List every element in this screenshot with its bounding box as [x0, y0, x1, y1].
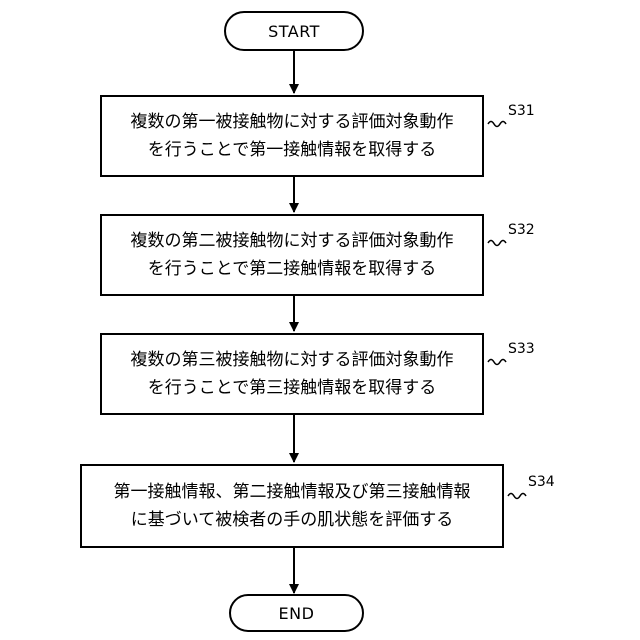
step-id-s33: S33 [508, 341, 535, 357]
leader-s34 [508, 494, 526, 499]
end-terminal: END [229, 594, 364, 632]
step-box-s31: 複数の第一被接触物に対する評価対象動作 を行うことで第一接触情報を取得する [100, 95, 484, 177]
step-text-line: を行うことで第二接触情報を取得する [148, 255, 437, 283]
leader-s31 [488, 122, 506, 127]
step-box-s32: 複数の第二被接触物に対する評価対象動作 を行うことで第二接触情報を取得する [100, 214, 484, 296]
step-text-line: 複数の第三被接触物に対する評価対象動作 [131, 346, 454, 374]
step-text-line: 第一接触情報、第二接触情報及び第三接触情報 [114, 478, 471, 506]
leader-s32 [488, 241, 506, 246]
step-text-line: 複数の第一被接触物に対する評価対象動作 [131, 108, 454, 136]
start-label: START [268, 22, 320, 41]
start-terminal: START [224, 11, 364, 51]
step-id-s34: S34 [528, 474, 555, 490]
step-text-line: に基づいて被検者の手の肌状態を評価する [131, 506, 454, 534]
step-box-s33: 複数の第三被接触物に対する評価対象動作 を行うことで第三接触情報を取得する [100, 333, 484, 415]
step-box-s34: 第一接触情報、第二接触情報及び第三接触情報 に基づいて被検者の手の肌状態を評価す… [80, 464, 504, 548]
end-label: END [279, 604, 315, 623]
leader-s33 [488, 360, 506, 365]
step-text-line: を行うことで第一接触情報を取得する [148, 136, 437, 164]
step-id-s31: S31 [508, 103, 535, 119]
step-text-line: 複数の第二被接触物に対する評価対象動作 [131, 227, 454, 255]
step-id-s32: S32 [508, 222, 535, 238]
step-text-line: を行うことで第三接触情報を取得する [148, 374, 437, 402]
